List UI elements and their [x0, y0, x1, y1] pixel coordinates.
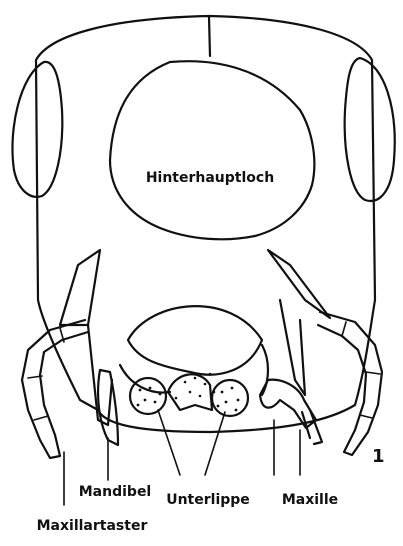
right-maxilla-lobe	[260, 380, 316, 428]
leader-labium-left	[158, 410, 180, 475]
label-maxilla: Maxille	[282, 492, 338, 508]
right-maxilla-cardo	[268, 250, 330, 318]
left-palp-joint	[34, 416, 48, 420]
left-labial-palp	[130, 378, 166, 414]
label-occipital-foramen: Hinterhauptloch	[146, 170, 274, 186]
label-mandible: Mandibel	[79, 484, 151, 500]
figure-number: 1	[372, 446, 385, 467]
median-suture	[209, 17, 210, 56]
left-maxillary-palp	[22, 320, 88, 458]
right-palp-joint	[360, 415, 372, 418]
right-labial-palp	[212, 380, 248, 416]
label-labium: Unterlippe	[166, 492, 250, 508]
left-maxilla-cardo	[60, 250, 100, 325]
labium-plate	[128, 306, 262, 374]
label-maxillary-palp: Maxillartaster	[37, 518, 148, 534]
left-mandible	[98, 370, 118, 445]
right-palp-joint	[342, 322, 346, 336]
occipital-foramen	[110, 61, 314, 239]
head-capsule-outline	[36, 16, 375, 432]
right-compound-eye	[345, 58, 395, 201]
leader-labium-right	[205, 412, 225, 475]
right-palp-joint	[366, 372, 380, 374]
right-maxillary-palp	[318, 312, 382, 455]
